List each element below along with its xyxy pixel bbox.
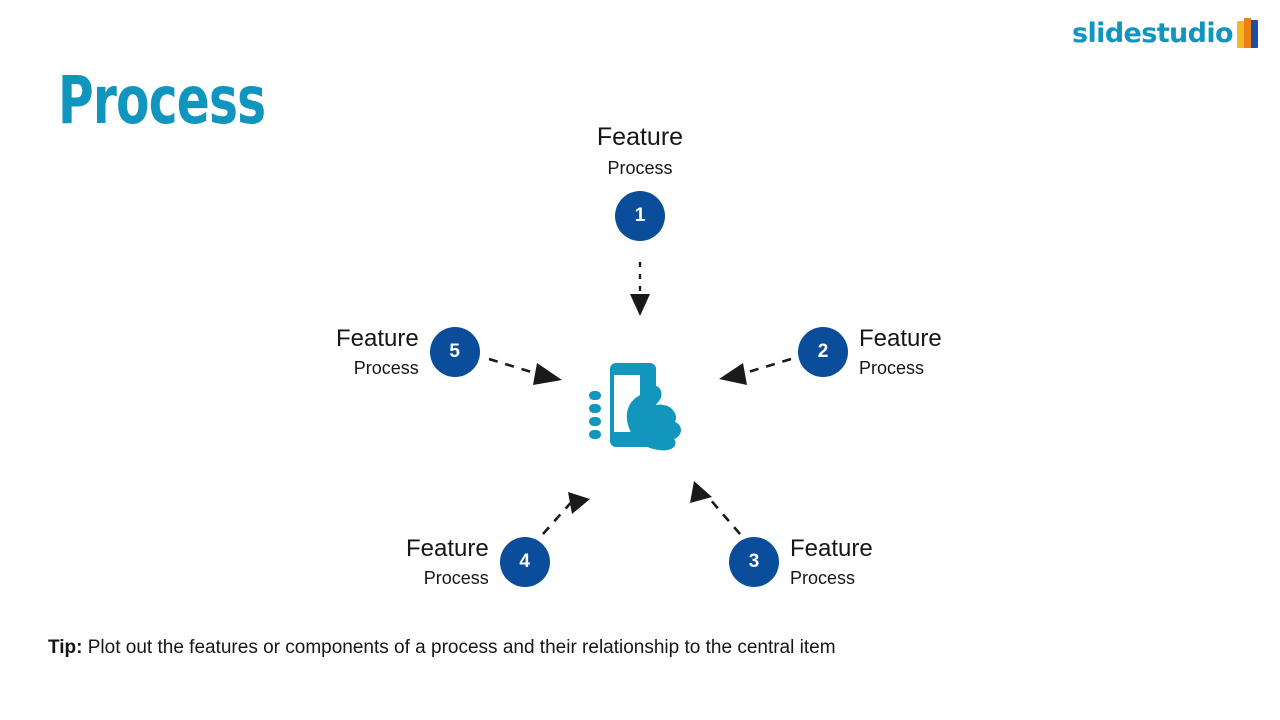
tip-text: Plot out the features or components of a… (82, 637, 836, 658)
node-4-text-group: Feature Process (406, 536, 489, 588)
node-1-feature-label: Feature (596, 123, 684, 151)
connector-3-to-center (690, 481, 741, 535)
node-4-feature-label: Feature (406, 535, 489, 562)
tip-line: Tip: Plot out the features or components… (48, 637, 836, 659)
node-5-number-badge[interactable]: 5 (429, 327, 480, 378)
process-node-5[interactable]: Feature Process 5 (336, 326, 480, 378)
node-3-text-group: Feature Process (790, 536, 873, 588)
page-title: Process (58, 62, 266, 139)
process-node-4[interactable]: Feature Process 4 (406, 536, 550, 588)
tip-label: Tip: (48, 637, 83, 658)
logo-bar-blue (1251, 20, 1258, 48)
node-1-sub-label: Process (607, 158, 673, 179)
connector-4-to-center (542, 492, 590, 535)
logo-wordmark: slidestudio (1072, 17, 1234, 49)
logo-book-icon (1237, 18, 1258, 48)
process-node-3[interactable]: 3 Feature Process (729, 536, 873, 588)
node-5-sub-label: Process (353, 358, 419, 379)
hand-holding-smartphone-icon (589, 363, 681, 451)
logo-bar-yellow (1237, 21, 1244, 48)
node-2-sub-label: Process (859, 358, 925, 379)
node-3-feature-label: Feature (790, 535, 873, 562)
connector-1-to-center (630, 262, 650, 316)
node-1-number-badge[interactable]: 1 (615, 191, 665, 242)
slidestudio-logo: slidestudio (1072, 18, 1258, 48)
node-2-text-group: Feature Process (859, 326, 942, 378)
logo-bar-orange (1244, 18, 1251, 48)
process-node-1[interactable]: Feature Process 1 (540, 123, 740, 242)
node-5-text-group: Feature Process (336, 326, 419, 378)
connector-2-to-center (719, 357, 792, 385)
node-3-sub-label: Process (790, 568, 856, 589)
node-2-feature-label: Feature (859, 325, 942, 352)
node-4-number-badge[interactable]: 4 (499, 537, 550, 588)
node-3-number-badge[interactable]: 3 (729, 537, 779, 588)
process-node-2[interactable]: 2 Feature Process (798, 326, 942, 378)
connector-5-to-center (488, 357, 562, 385)
node-4-sub-label: Process (423, 568, 489, 589)
node-5-feature-label: Feature (336, 325, 419, 352)
node-2-number-badge[interactable]: 2 (798, 327, 848, 378)
